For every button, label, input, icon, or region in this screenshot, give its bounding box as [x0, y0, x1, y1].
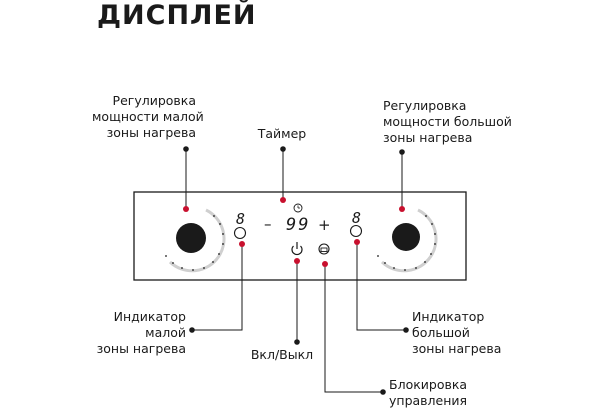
label-timer: Таймер [257, 126, 307, 141]
large-zone-display: 8 [352, 209, 361, 227]
label-on-off: Вкл/Выкл [250, 347, 314, 362]
label-line: зоны нагрева [106, 125, 196, 140]
label-line: малой [145, 325, 186, 340]
timer-minus-button[interactable]: – [264, 215, 272, 233]
power-icon[interactable] [291, 242, 303, 256]
left-knob[interactable] [176, 223, 206, 253]
clock-icon [293, 203, 303, 213]
right-dial-arc [380, 208, 438, 273]
label-line: Индикатор [113, 309, 186, 324]
label-line: зоны нагрева [383, 130, 473, 145]
label-line: большой [412, 325, 470, 340]
lock-icon[interactable] [318, 243, 330, 255]
leader-end-dots [183, 146, 409, 395]
label-lock: Блокировка управления [389, 377, 489, 409]
page-title: ДИСПЛЕЙ [97, 0, 257, 31]
label-line: Регулировка [112, 93, 196, 108]
power-zone-icon[interactable] [349, 224, 363, 238]
left-dial-arc [168, 208, 226, 273]
label-line: мощности большой [383, 114, 512, 129]
target-dots [183, 197, 405, 267]
power-zone-icon[interactable] [233, 226, 247, 240]
leader-lines [185, 149, 406, 393]
timer-plus-button[interactable]: + [318, 216, 331, 234]
label-small-zone-indicator: Индикатор малой зоны нагрева [90, 309, 186, 357]
right-dial-ticks [377, 215, 436, 271]
small-zone-display: 8 [236, 210, 245, 228]
label-small-zone-power: Регулировка мощности малой зоны нагрева [92, 93, 204, 141]
left-dial-ticks [165, 215, 224, 271]
label-large-zone-power: Регулировка мощности большой зоны нагрев… [383, 98, 533, 146]
right-knob[interactable] [392, 223, 420, 251]
label-line: Блокировка [389, 377, 468, 392]
label-line: зоны нагрева [96, 341, 186, 356]
label-line: Регулировка [383, 98, 467, 113]
label-line: мощности малой [92, 109, 204, 124]
label-line: зоны нагрева [412, 341, 502, 356]
label-line: управления [389, 393, 468, 408]
label-line: Индикатор [412, 309, 485, 324]
label-large-zone-indicator: Индикатор большой зоны нагрева [412, 309, 522, 357]
timer-display: 99 [286, 215, 310, 235]
